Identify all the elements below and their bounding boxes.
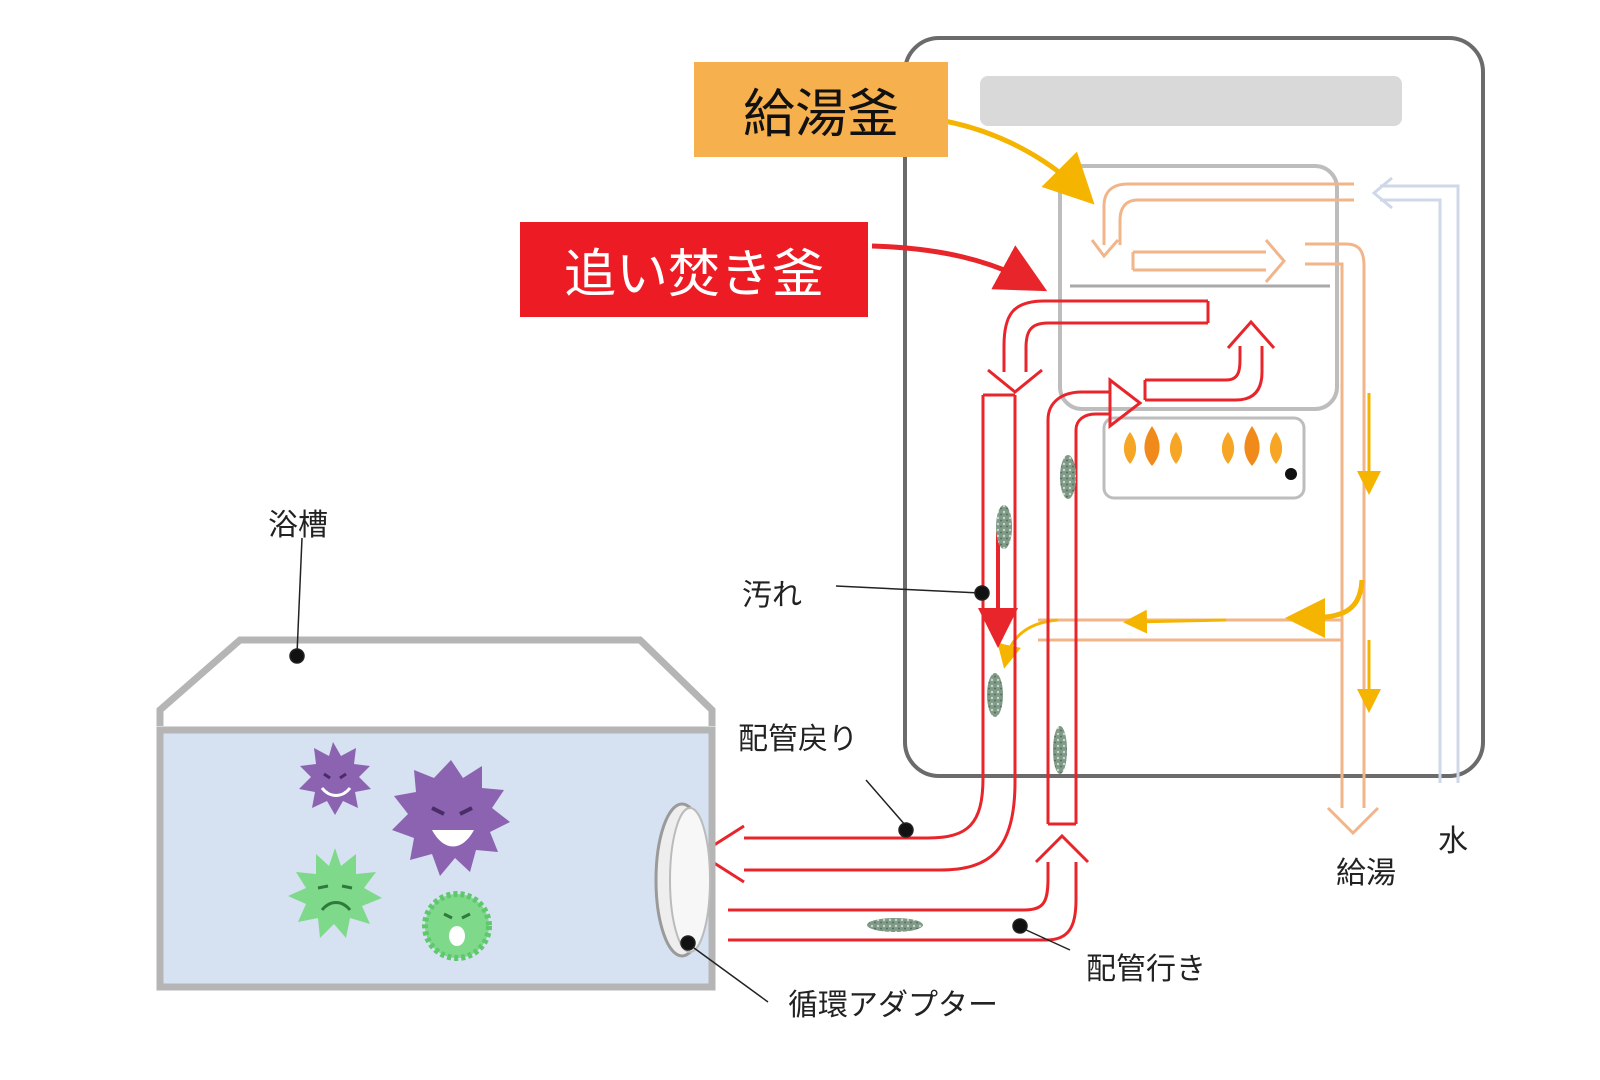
cold-water-pipe bbox=[1380, 184, 1460, 783]
water-label: 水 bbox=[1438, 824, 1468, 859]
circulation-adapter-label: 循環アダプター bbox=[788, 988, 998, 1023]
hot-water-supply-label: 給湯 bbox=[1336, 856, 1396, 891]
germ-icon bbox=[288, 848, 382, 938]
bathtub-label: 浴槽 bbox=[268, 508, 328, 543]
oidaki-gama-pointer-arrow bbox=[871, 243, 1048, 292]
germ-icon bbox=[392, 760, 510, 876]
bathtub-lid bbox=[156, 636, 716, 726]
heat-exchanger-box bbox=[1058, 164, 1339, 411]
heater-display-panel bbox=[980, 76, 1402, 126]
germ-icon bbox=[299, 742, 371, 815]
germ-icon bbox=[422, 891, 492, 961]
hot-water-pipe bbox=[1038, 182, 1380, 836]
return-pipe-label: 配管戻り bbox=[738, 722, 858, 757]
outgoing-pipe-label: 配管行き bbox=[1086, 952, 1206, 987]
water-heater-unit bbox=[903, 36, 1485, 778]
kyutou-gama-label: 給湯釜 bbox=[694, 62, 948, 157]
flame-icon bbox=[1123, 426, 1297, 480]
oidaki-gama-label: 追い焚き釜 bbox=[520, 222, 868, 317]
burner-box bbox=[1102, 416, 1306, 500]
leader-lines bbox=[289, 537, 1071, 1003]
dirt-label: 汚れ bbox=[742, 578, 802, 613]
hot-water-flow-arrows bbox=[997, 393, 1381, 713]
